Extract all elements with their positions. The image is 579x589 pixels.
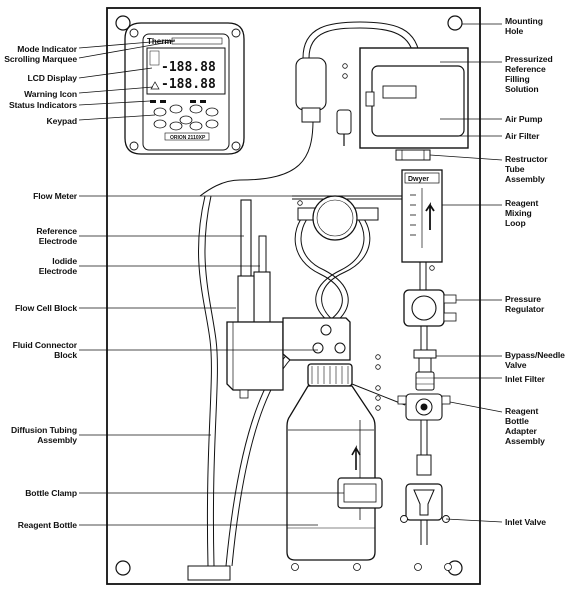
- air-filter: [336, 109, 352, 146]
- inlet-filter: [415, 371, 435, 391]
- bypass-needle-valve: [413, 349, 437, 373]
- label-mixing-loop-1: Reagent: [505, 198, 538, 208]
- label-mixing-loop-2: Mixing: [505, 208, 532, 218]
- mounting-hole-top-left: [115, 15, 131, 31]
- meter-controller: Thermo -188.88 -188.88 ORION 2110XP: [124, 22, 245, 155]
- label-adapter-3: Adapter: [505, 426, 538, 436]
- label-restructor-2: Tube: [505, 164, 525, 174]
- reagent-bottle: [286, 363, 376, 561]
- iodide-electrode: [237, 235, 271, 323]
- scrolling-marquee-window: [171, 37, 223, 45]
- fluid-connector-block: [282, 317, 351, 361]
- label-air-pump: Air Pump: [505, 114, 542, 124]
- label-pressurized-1: Pressurized: [505, 54, 553, 64]
- label-pressurized-2: Reference: [505, 64, 546, 74]
- pressure-regulator: [403, 289, 457, 327]
- inlet-valve: [400, 454, 450, 523]
- label-bypass-valve-1: Bypass/Needle: [505, 350, 565, 360]
- tube-clamp-bottom: [187, 565, 231, 581]
- label-pressurized-3: Filling: [505, 74, 530, 84]
- label-air-filter: Air Filter: [505, 131, 540, 141]
- label-warning-icon: Warning Icon: [24, 89, 77, 99]
- flow-cell-block: [226, 321, 284, 399]
- reagent-mixing-loop-spool: [297, 195, 379, 241]
- label-iodide-electrode-1: Iodide: [52, 256, 77, 266]
- right-labels: Mounting Hole Pressurized Reference Fill…: [505, 16, 565, 527]
- lcd-line-1: -188.88: [161, 60, 216, 75]
- label-diffusion-tubing-1: Diffusion Tubing: [11, 425, 77, 435]
- label-fluid-connector-block-1: Fluid Connector: [13, 340, 78, 350]
- label-iodide-electrode-2: Electrode: [39, 266, 78, 276]
- bottle-clamp: [337, 477, 383, 509]
- keypad[interactable]: [153, 104, 219, 131]
- restructor-tube: [395, 149, 431, 161]
- mounting-hole-bottom-left: [115, 560, 131, 576]
- label-reference-electrode-1: Reference: [36, 226, 77, 236]
- label-scrolling-marquee: Scrolling Marquee: [4, 54, 77, 64]
- label-pressure-regulator-2: Regulator: [505, 304, 545, 314]
- label-lcd-display: LCD Display: [27, 73, 77, 83]
- label-pressurized-4: Solution: [505, 84, 539, 94]
- label-adapter-2: Bottle: [505, 416, 529, 426]
- mounting-hole: [447, 15, 463, 31]
- air-pump: [371, 65, 465, 137]
- label-flow-cell-block: Flow Cell Block: [15, 303, 77, 313]
- reference-electrode: [240, 199, 252, 281]
- reagent-bottle-adapter: [397, 393, 451, 421]
- lcd-line-2: -188.88: [161, 77, 216, 92]
- leader-lines: [78, 23, 503, 526]
- label-diffusion-tubing-2: Assembly: [37, 435, 77, 445]
- label-adapter-1: Reagent: [505, 406, 538, 416]
- label-reagent-bottle: Reagent Bottle: [18, 520, 78, 530]
- label-mounting-hole-2: Hole: [505, 26, 524, 36]
- label-inlet-valve: Inlet Valve: [505, 517, 546, 527]
- label-reference-electrode-2: Electrode: [39, 236, 78, 246]
- label-pressure-regulator-1: Pressure: [505, 294, 541, 304]
- label-keypad: Keypad: [47, 116, 77, 126]
- label-restructor-1: Restructor: [505, 154, 548, 164]
- label-mounting-hole-1: Mounting: [505, 16, 543, 26]
- status-indicators: [150, 100, 206, 103]
- flow-meter: Dwyer: [401, 169, 443, 263]
- flow-meter-brand: Dwyer: [408, 176, 429, 183]
- lcd-display: [146, 47, 226, 95]
- reference-filling-bottle: [295, 57, 327, 123]
- label-adapter-4: Assembly: [505, 436, 545, 446]
- label-mixing-loop-3: Loop: [505, 218, 526, 228]
- air-pump-assembly: [359, 47, 469, 149]
- label-flow-meter: Flow Meter: [33, 191, 78, 201]
- label-bottle-clamp: Bottle Clamp: [25, 488, 77, 498]
- model-label: ORION 2110XP: [170, 135, 206, 141]
- label-fluid-connector-block-2: Block: [54, 350, 77, 360]
- label-mode-indicator: Mode Indicator: [17, 44, 77, 54]
- mode-indicator: [149, 50, 160, 66]
- label-bypass-valve-2: Valve: [505, 360, 527, 370]
- left-labels: Mode Indicator Scrolling Marquee LCD Dis…: [4, 44, 78, 530]
- label-inlet-filter: Inlet Filter: [505, 374, 546, 384]
- label-restructor-3: Assembly: [505, 174, 545, 184]
- label-status-indicators: Status Indicators: [9, 100, 77, 110]
